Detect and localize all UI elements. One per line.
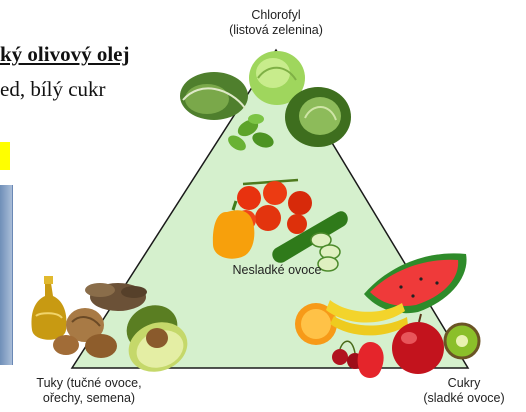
bottom-left-label: Tuky (tučné ovoce, ořechy, semena) [14,376,164,406]
top-label: Chlorofyl (listová zelenina) [206,8,346,38]
top-label-line2: (listová zelenina) [206,23,346,38]
bottom-right-label-line2: (sladké ovoce) [408,391,520,406]
top-label-line1: Chlorofyl [206,8,346,23]
bottom-right-label-line1: Cukry [408,376,520,391]
bottom-left-label-line2: ořechy, semena) [14,391,164,406]
bottom-left-label-line1: Tuky (tučné ovoce, [14,376,164,391]
bottom-right-label: Cukry (sladké ovoce) [408,376,520,406]
leafy-greens-icon [180,51,351,154]
center-label: Nesladké ovoce [202,263,352,278]
